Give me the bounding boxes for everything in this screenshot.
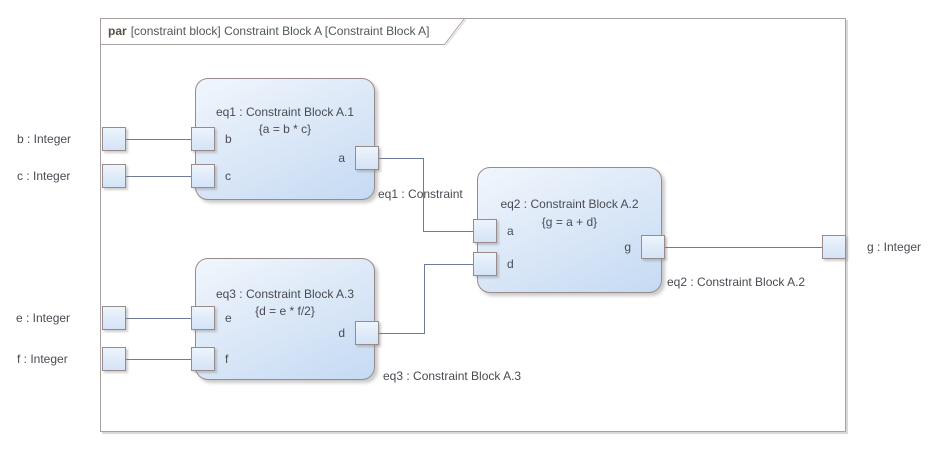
frame-port-c[interactable] [102,164,126,188]
param-label-b: b : Integer [17,132,72,146]
eq2-constraint-expression: {g = a + d} [541,215,598,229]
eq1-port-a[interactable] [355,146,379,170]
eq3-port-d[interactable] [355,321,379,345]
eq2-port-g[interactable] [641,235,665,259]
constraint-block-eq1[interactable]: eq1 : Constraint Block A.1 {a = b * c} [195,78,375,200]
frame-header: par[constraint block] Constraint Block A… [108,19,430,44]
eq3-port-f-label: f [225,352,229,366]
constraint-block-eq3[interactable]: eq3 : Constraint Block A.3 {d = e * f/2} [195,258,375,380]
frame-port-b[interactable] [102,127,126,151]
param-label-f: f : Integer [17,352,68,366]
eq2-port-d-label: d [507,257,514,271]
eq1-port-b-label: b [225,132,232,146]
eq2-port-a[interactable] [473,219,497,243]
eq1-constraint-expression: {a = b * c} [258,122,312,136]
param-label-g: g : Integer [867,240,922,254]
eq1-title: eq1 : Constraint Block A.1 [215,105,355,119]
eq2-port-a-label: a [507,224,514,238]
eq3-port-d-label: d [338,326,345,340]
eq3-constraint-expression: {d = e * f/2} [255,304,315,318]
frame-port-g[interactable] [822,235,846,259]
frame-header-keyword: par [108,24,127,38]
eq3-port-e[interactable] [191,306,215,330]
eq2-title: eq2 : Constraint Block A.2 [500,197,639,211]
eq2-port-d[interactable] [473,252,497,276]
frame-port-e[interactable] [102,306,126,330]
diagram-frame [100,18,846,432]
eq1-port-c[interactable] [191,164,215,188]
eq1-port-c-label: c [225,169,231,183]
connector-label-eq2: eq2 : Constraint Block A.2 [667,275,806,289]
eq3-title: eq3 : Constraint Block A.3 [215,287,355,301]
frame-header-title: [constraint block] Constraint Block A [C… [130,24,430,38]
param-label-e: e : Integer [16,311,71,325]
eq2-port-g-label: g [624,240,631,254]
eq1-port-a-label: a [338,151,345,165]
eq3-port-e-label: e [225,311,232,325]
eq1-port-b[interactable] [191,127,215,151]
connector-label-eq1: eq1 : Constraint [378,187,463,201]
param-label-c: c : Integer [17,169,71,183]
connector-label-eq3: eq3 : Constraint Block A.3 [383,369,522,383]
constraint-block-eq2[interactable]: eq2 : Constraint Block A.2 {g = a + d} [477,167,662,293]
frame-port-f[interactable] [102,347,126,371]
eq3-port-f[interactable] [191,347,215,371]
